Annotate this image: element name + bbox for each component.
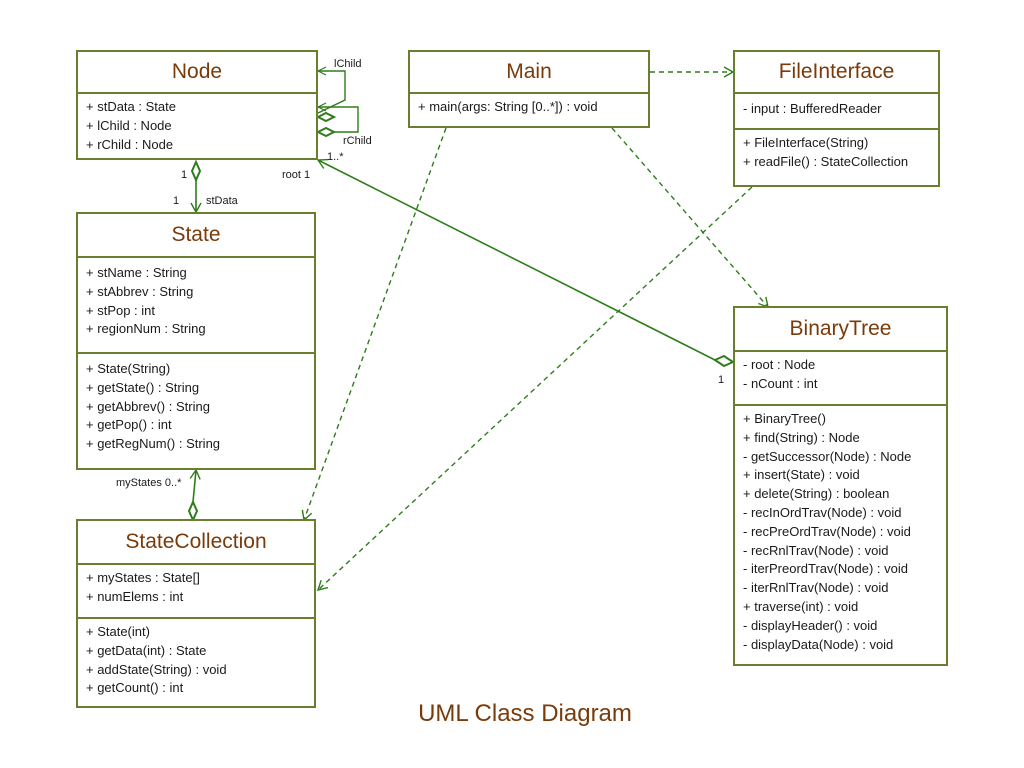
operation: + main(args: String [0..*]) : void	[418, 99, 598, 114]
operation: + getData(int) : State	[86, 642, 207, 658]
class-fileinterface-name: FileInterface	[735, 52, 938, 94]
class-fileinterface-attributes: - input : BufferedReader	[735, 94, 938, 128]
class-binarytree[interactable]: BinaryTree - root : Node - nCount : int …	[733, 306, 948, 666]
label-mystates: myStates 0..*	[116, 477, 182, 489]
attribute: - nCount : int	[743, 375, 818, 391]
class-fileinterface[interactable]: FileInterface - input : BufferedReader +…	[733, 50, 940, 187]
class-main-operations: + main(args: String [0..*]) : void	[410, 94, 648, 121]
operation: - displayHeader() : void	[743, 617, 878, 633]
class-node-name: Node	[78, 52, 316, 94]
class-state-attributes: + stName : String + stAbbrev : String + …	[78, 258, 314, 352]
operation: - iterPreordTrav(Node) : void	[743, 561, 908, 577]
attribute: + lChild : Node	[86, 117, 172, 133]
operation: + BinaryTree()	[743, 411, 826, 426]
class-binarytree-attributes: - root : Node - nCount : int	[735, 352, 946, 404]
label-node-end-multiplicity: 1	[181, 169, 188, 181]
operation: + FileInterface(String)	[743, 135, 869, 150]
main-binarytree-dependency	[611, 127, 769, 309]
attribute: + regionNum : String	[86, 321, 206, 337]
class-binarytree-operations: + BinaryTree() + find(String) : Node - g…	[735, 404, 946, 658]
operation: + State(String)	[86, 361, 171, 376]
main-statecollection-dependency	[301, 127, 447, 522]
operation: + getPop() : int	[86, 417, 172, 433]
class-statecollection[interactable]: StateCollection + myStates : State[] + n…	[76, 519, 316, 708]
statecollection-state-diamond	[187, 499, 199, 523]
operation: + getCount() : int	[86, 680, 184, 696]
operation: + delete(String) : boolean	[743, 486, 890, 502]
operation: + getState() : String	[86, 379, 200, 395]
self-aggregation-diamond	[315, 126, 337, 138]
class-node-attributes: + stData : State + lChild : Node + rChil…	[78, 94, 316, 158]
attribute: + stData : State	[86, 99, 176, 114]
binarytree-node-diamond	[712, 354, 736, 368]
operation: + addState(String) : void	[86, 661, 227, 677]
class-state-name: State	[78, 214, 314, 258]
label-lchild: lChild	[334, 58, 362, 70]
operation: - iterRnlTrav(Node) : void	[743, 580, 889, 596]
statecollection-state-aggregation	[189, 468, 201, 503]
operation: + State(int)	[86, 624, 150, 639]
class-statecollection-attributes: + myStates : State[] + numElems : int	[78, 565, 314, 617]
attribute: + numElems : int	[86, 588, 184, 604]
attribute: + stPop : int	[86, 302, 156, 318]
attribute: - input : BufferedReader	[743, 101, 882, 116]
diagram-caption: UML Class Diagram	[418, 700, 632, 727]
fileinterface-statecollection-dependency	[316, 186, 753, 591]
attribute: + stName : String	[86, 265, 187, 280]
label-rchild: rChild	[343, 135, 372, 147]
class-binarytree-name: BinaryTree	[735, 308, 946, 352]
attribute: - root : Node	[743, 357, 816, 372]
operation: - recRnlTrav(Node) : void	[743, 542, 889, 558]
operation: + traverse(int) : void	[743, 598, 859, 614]
operation: + getRegNum() : String	[86, 436, 221, 452]
operation: - displayData(Node) : void	[743, 636, 894, 652]
attribute: + myStates : State[]	[86, 570, 200, 585]
label-state-end-multiplicity: 1	[173, 195, 180, 207]
rchild-self-association	[318, 107, 359, 133]
label-self-multiplicity: 1..*	[327, 151, 344, 163]
class-statecollection-operations: + State(int) + getData(int) : State + ad…	[78, 617, 314, 702]
attribute: + rChild : Node	[86, 136, 174, 152]
class-state-operations: + State(String) + getState() : String + …	[78, 352, 314, 458]
class-state[interactable]: State + stName : String + stAbbrev : Str…	[76, 212, 316, 470]
class-statecollection-name: StateCollection	[78, 521, 314, 565]
label-root: root 1	[282, 169, 311, 181]
operation: - recPreOrdTrav(Node) : void	[743, 523, 911, 539]
operation: - getSuccessor(Node) : Node	[743, 448, 912, 464]
operation: + readFile() : StateCollection	[743, 153, 909, 169]
label-stdata: stData	[206, 195, 238, 207]
class-fileinterface-operations: + FileInterface(String) + readFile() : S…	[735, 128, 938, 176]
operation: - recInOrdTrav(Node) : void	[743, 504, 902, 520]
label-binarytree-multiplicity: 1	[718, 374, 725, 386]
operation: + getAbbrev() : String	[86, 398, 210, 414]
class-main-name: Main	[410, 52, 648, 94]
attribute: + stAbbrev : String	[86, 283, 194, 299]
operation: + find(String) : Node	[743, 429, 860, 445]
operation: + insert(State) : void	[743, 467, 860, 483]
class-node[interactable]: Node + stData : State + lChild : Node + …	[76, 50, 318, 160]
binarytree-node-aggregation	[316, 158, 716, 361]
class-main[interactable]: Main + main(args: String [0..*]) : void	[408, 50, 650, 128]
node-state-diamond	[190, 159, 202, 183]
rchild-aggregation-diamond	[315, 111, 337, 123]
